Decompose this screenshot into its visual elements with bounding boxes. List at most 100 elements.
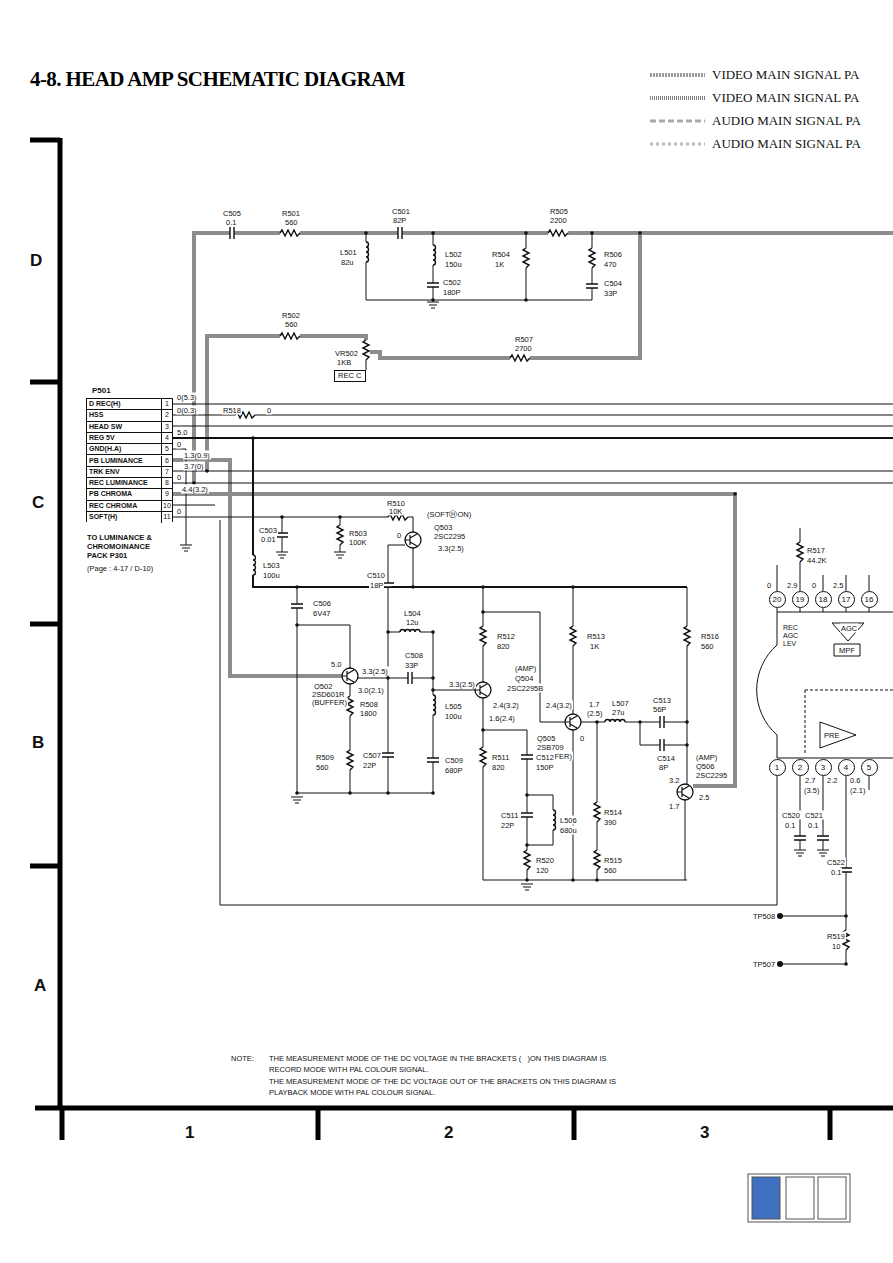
wire [220,520,777,905]
junction-dot [205,469,209,473]
connector-pin: HSS2 [87,410,172,421]
node-text: P501 [91,386,112,396]
ic-pin: 19 [792,591,809,608]
resistor-symbol [280,230,300,236]
part-label: 10 [831,942,841,951]
part-label: 820 [496,642,511,651]
node-text: 3 [821,763,825,772]
part-label: 12u [405,618,420,627]
wire-gap [430,245,437,265]
ic-pin: 3 [815,759,832,776]
grid-reference: 2 [442,1123,455,1142]
inductor-symbol [553,810,556,830]
wire [823,575,824,591]
junction-dot [295,623,299,627]
part-label: 0 [176,439,182,448]
transistor-symbol [565,714,581,730]
part-label: C513 [652,696,672,705]
wire-gap [250,555,257,575]
wire [777,612,893,613]
wire [282,517,283,552]
note-text: THE MEASUREMENT MODE OF THE DC VOLTAGE O… [268,1077,617,1086]
part-label: 2SC2295 [433,532,466,541]
part-label: 3.2 [668,776,680,785]
part-label: R515 [603,856,623,865]
wire [573,587,574,714]
part-label: 560 [700,642,715,651]
inductor-symbol [400,630,420,633]
part-label: 8P [658,763,669,772]
junction-dot [431,298,435,302]
part-label: 1K [494,260,505,269]
wire [780,964,846,965]
connector-pin: REC CHROMA10 [87,501,172,512]
part-label: 2.4(3.2) [545,701,573,710]
grid-reference: 3 [698,1123,711,1142]
part-label: 22P [500,821,515,830]
part-label: R513 [586,632,606,641]
part-label: R505 [549,207,569,216]
resistor-symbol [510,355,530,361]
wire [173,426,893,427]
part-label: C507 [362,751,382,760]
part-label: AGC [840,624,858,633]
wire [869,608,870,612]
part-label: 82u [340,258,355,267]
part-label: 0(0.3) [176,405,198,414]
legend-sample [650,120,705,123]
wire-gap [430,695,437,715]
transistor-body [475,682,491,698]
part-label: 2200 [549,216,568,225]
node-text: 10 [161,501,172,511]
part-label: 44.2K [806,556,828,565]
junction-dot [638,231,642,235]
part-label: 560 [284,320,299,329]
wire [173,517,413,532]
connector-pin: REG 5V4 [87,433,172,444]
part-label: 2.4(3.2) [492,701,520,710]
grid-reference: A [32,976,48,995]
ground-symbol [180,545,192,551]
power-wire [253,438,687,587]
part-label: 560 [284,218,299,227]
capacitor-symbol [230,227,234,239]
part-label: 2700 [514,344,533,353]
junction-dot [348,791,352,795]
part-label: 10K [388,507,403,516]
part-label: TP507 [752,960,776,969]
connector-note: TO LUMINANCE & CHROMOINANCE PACK P301 [86,533,172,560]
part-label: 3.3(2.5) [361,667,389,676]
wire-gap [480,626,487,646]
wire-gap [550,810,557,830]
transistor-body [342,668,358,684]
grid-reference: B [30,733,46,752]
capacitor-symbol [382,753,394,757]
frame-line [30,622,60,627]
junction-dot [364,231,368,235]
part-label: (BUFFER) [311,698,348,707]
node-text: 4 [161,433,172,443]
wire [433,233,434,300]
wire [823,608,824,612]
node-text: 3 [161,422,172,432]
node-text: 1 [161,399,172,409]
part-label: 0 [176,507,182,516]
node-text: 2 [798,763,802,772]
page-indicator [748,1174,850,1222]
junction-dot [338,515,342,519]
part-label: C509 [444,756,464,765]
ic-pin: 17 [838,591,855,608]
wire [592,233,593,300]
part-label: C501 [391,207,411,216]
wire-gap [523,248,530,268]
part-label: 0 [266,405,272,414]
part-label: 1KB [336,358,352,367]
part-label: 6V47 [312,609,332,618]
ic-pin: 20 [769,591,786,608]
capacitor-symbol [398,227,402,239]
inductor-symbol [433,245,436,265]
part-label: PRE [823,731,840,740]
part-label: 1.3(0.9) [183,450,211,459]
resistor-symbol [337,525,343,545]
part-label: Q504 [514,674,534,683]
